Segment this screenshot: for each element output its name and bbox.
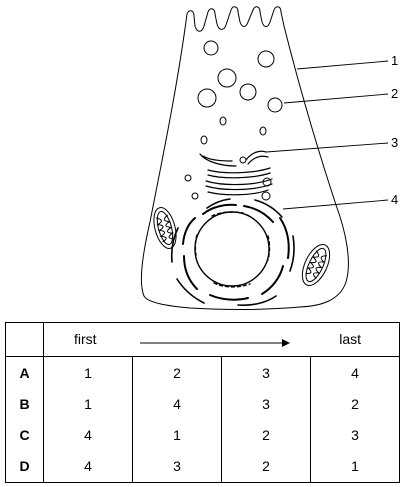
vesicle	[191, 192, 199, 200]
vesicle	[257, 50, 275, 68]
option-label: B	[5, 388, 44, 420]
mitochondrion	[301, 244, 331, 286]
vesicle	[261, 191, 271, 201]
vesicle	[259, 126, 267, 136]
table-cell: 3	[221, 388, 311, 420]
option-label: C	[5, 419, 44, 451]
vesicle	[267, 97, 283, 113]
option-label: A	[5, 356, 44, 389]
answer-table: first last A 1 2 3 4 B 1 4 3 2 C 4 1 2 3…	[5, 321, 400, 483]
label-line-2	[283, 93, 389, 104]
cell-membrane	[140, 6, 349, 310]
table-cell: 1	[132, 419, 222, 451]
header-first: first	[74, 331, 97, 347]
table-cell: 2	[132, 356, 222, 389]
table-cell: 1	[43, 388, 133, 420]
label-line-3	[265, 142, 389, 153]
table-cell: 1	[310, 450, 400, 483]
table-cell: 2	[221, 450, 311, 483]
vesicle	[203, 40, 219, 56]
table-cell: 4	[310, 356, 400, 389]
option-label: D	[5, 450, 44, 483]
order-header-cell: first last	[43, 321, 400, 358]
table-row: D 4 3 2 1	[5, 450, 400, 483]
label-2: 2	[391, 86, 398, 101]
table-cell: 3	[132, 450, 222, 483]
secretory-cell-diagram: 1 2 3 4	[140, 6, 398, 310]
right-arrow-icon	[140, 339, 290, 347]
label-4: 4	[391, 192, 398, 207]
label-1: 1	[391, 53, 398, 68]
table-row: B 1 4 3 2	[5, 388, 400, 420]
table-cell: 4	[43, 450, 133, 483]
label-line-1	[296, 60, 389, 70]
header-last: last	[339, 331, 361, 347]
table-cell: 3	[221, 356, 311, 389]
golgi-apparatus	[199, 150, 273, 196]
table-cell: 4	[132, 388, 222, 420]
table-row: C 4 1 2 3	[5, 419, 400, 451]
table-header-row: first last	[5, 321, 400, 358]
nucleus	[194, 211, 270, 287]
secretory-vesicles	[184, 40, 283, 201]
label-3: 3	[391, 135, 398, 150]
vesicle	[239, 83, 257, 101]
table-row: A 1 2 3 4	[5, 356, 400, 389]
table-cell: 2	[310, 388, 400, 420]
table-cell: 2	[221, 419, 311, 451]
mitochondrion	[153, 207, 177, 249]
header-empty-cell	[5, 321, 44, 358]
vesicle	[219, 116, 227, 126]
vesicle	[200, 135, 208, 145]
mitochondria	[153, 207, 331, 286]
vesicle	[184, 174, 192, 182]
table-cell: 4	[43, 419, 133, 451]
vesicle	[217, 68, 237, 88]
vesicle	[239, 156, 247, 164]
table-cell: 1	[43, 356, 133, 389]
table-cell: 3	[310, 419, 400, 451]
vesicle	[197, 88, 217, 108]
label-line-4	[282, 199, 389, 210]
nucleus-and-rough-er	[170, 198, 295, 306]
label-lines	[265, 60, 389, 210]
